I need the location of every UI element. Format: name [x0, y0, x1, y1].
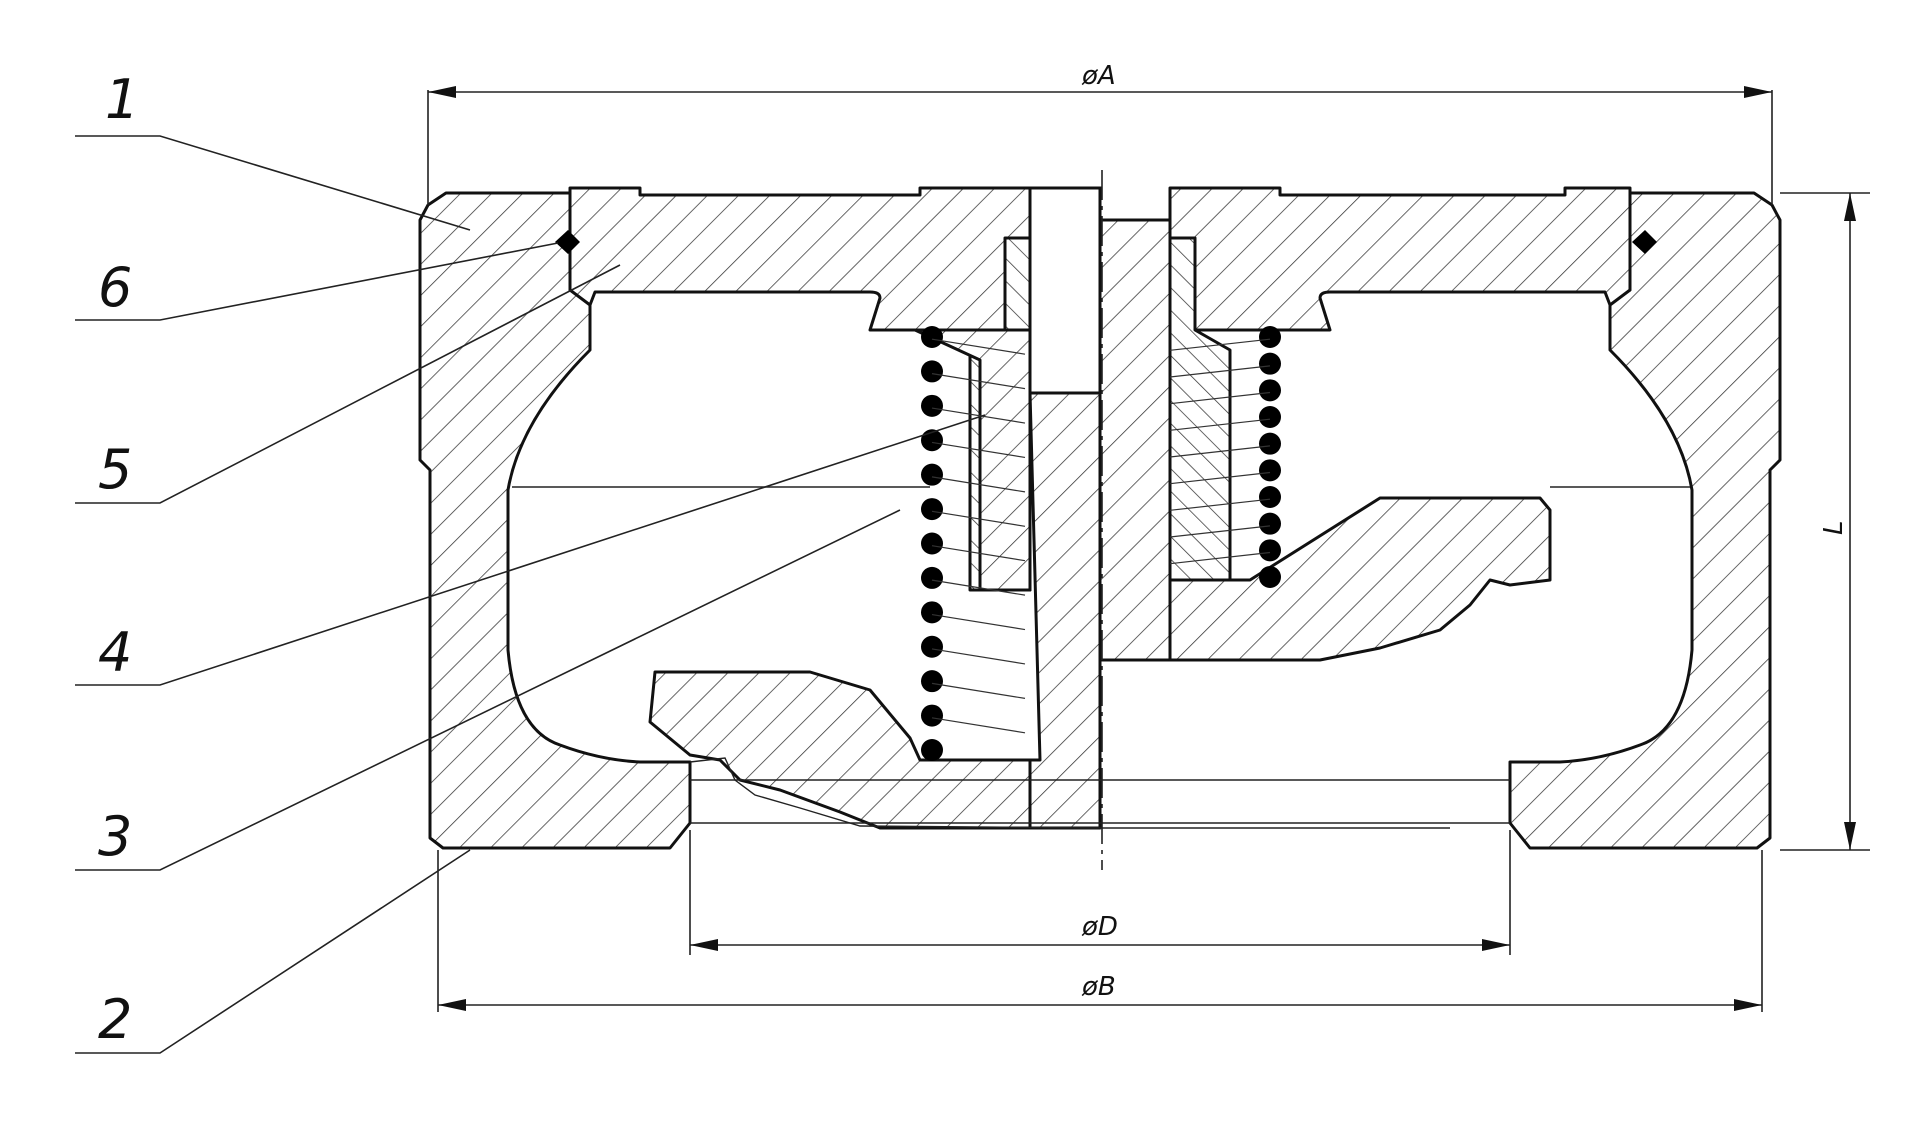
callout-6: 6 [98, 256, 132, 319]
spring-coil [1259, 486, 1281, 508]
spring-right [1169, 326, 1281, 588]
spring-wire [931, 338, 1026, 355]
spring-coil [921, 635, 943, 658]
spring-wire [931, 545, 1026, 562]
spring-coil [921, 326, 943, 348]
spring-wire [931, 476, 1026, 493]
spring-wire [931, 510, 1026, 527]
spring-wire [1169, 525, 1271, 538]
spring-coil [921, 601, 943, 624]
spring-wire [931, 441, 1026, 459]
spring-wire [931, 373, 1026, 390]
spring-wire [1169, 338, 1271, 351]
spring-wire [1169, 498, 1271, 511]
spring-coil [1259, 326, 1281, 348]
spring-wire [931, 648, 1026, 665]
spring-wire [1169, 445, 1271, 458]
dimension-length: L [1780, 192, 1870, 851]
valve-cover [568, 186, 1632, 332]
spring-coil [921, 670, 943, 693]
spring-wire [931, 579, 1026, 596]
spring-wire [1169, 365, 1271, 378]
seat-ring [689, 757, 1510, 829]
spring-wire [931, 682, 1026, 699]
spring-coil [921, 704, 943, 727]
spring-coil [921, 394, 943, 417]
dimension-label-inner-bottom: øD [1081, 912, 1118, 942]
leader-lines [75, 135, 986, 1054]
spring-wire [1169, 551, 1271, 565]
spring-coil [1259, 432, 1281, 455]
spring-coil [921, 498, 943, 521]
spring-wire [931, 717, 1026, 734]
dimension-inner-bottom: øD [689, 830, 1511, 955]
o-ring-seals [555, 230, 1657, 254]
spring-coil [1259, 406, 1281, 428]
spring-coil [1259, 566, 1281, 588]
spring-coil [921, 566, 943, 589]
spring-coil [1259, 352, 1281, 375]
spring-wire [1169, 471, 1271, 485]
valve-body [418, 191, 1782, 850]
spring-coil [921, 360, 943, 383]
dimension-label-length: L [1819, 521, 1849, 536]
callout-5: 5 [98, 438, 132, 501]
central-stem [1028, 186, 1172, 830]
valve-disc [648, 496, 1552, 830]
spring-wire [931, 613, 1026, 631]
spring-wire [931, 407, 1026, 424]
dimension-outer-bottom: øB [437, 850, 1763, 1012]
spring-coil [1259, 539, 1281, 562]
callout-1: 1 [105, 68, 139, 131]
callout-numbers: 1 6 5 4 3 2 [98, 68, 139, 1051]
spring-coil [1259, 459, 1281, 482]
spring-coil [1259, 512, 1281, 535]
spring-coil [921, 463, 943, 486]
spring-coil [921, 532, 943, 555]
callout-3: 3 [98, 805, 132, 868]
spring-wire [1169, 418, 1271, 431]
spring-coil [1259, 379, 1281, 402]
spring-left [921, 326, 1026, 761]
spring-wire [1169, 391, 1271, 405]
callout-4: 4 [98, 621, 132, 684]
callout-2: 2 [98, 988, 132, 1051]
dimension-label-outer-bottom: øB [1081, 972, 1116, 1002]
dimension-label-outer-top: øA [1081, 61, 1116, 91]
dimension-outer-top: øA [427, 61, 1773, 205]
spring-coil [921, 739, 943, 761]
